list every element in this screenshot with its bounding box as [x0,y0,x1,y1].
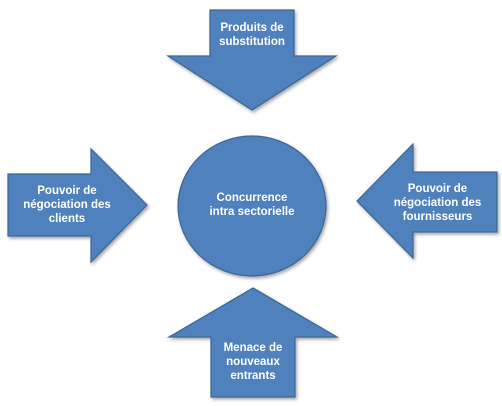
top-arrow [165,9,339,111]
left-arrow-label: Pouvoir de négociation des clients [23,185,111,225]
center-circle [177,135,327,277]
bottom-arrow-label: Menace de nouveaux entrants [223,342,283,382]
right-arrow-label: Pouvoir de négociation des fournisseurs [393,183,482,223]
bottom-arrow [166,287,340,398]
left-arrow [7,147,148,264]
center-label: Concurrence intra sectorielle [209,192,295,218]
top-arrow-label: Produits de substitution [219,22,285,48]
right-arrow [356,142,498,260]
